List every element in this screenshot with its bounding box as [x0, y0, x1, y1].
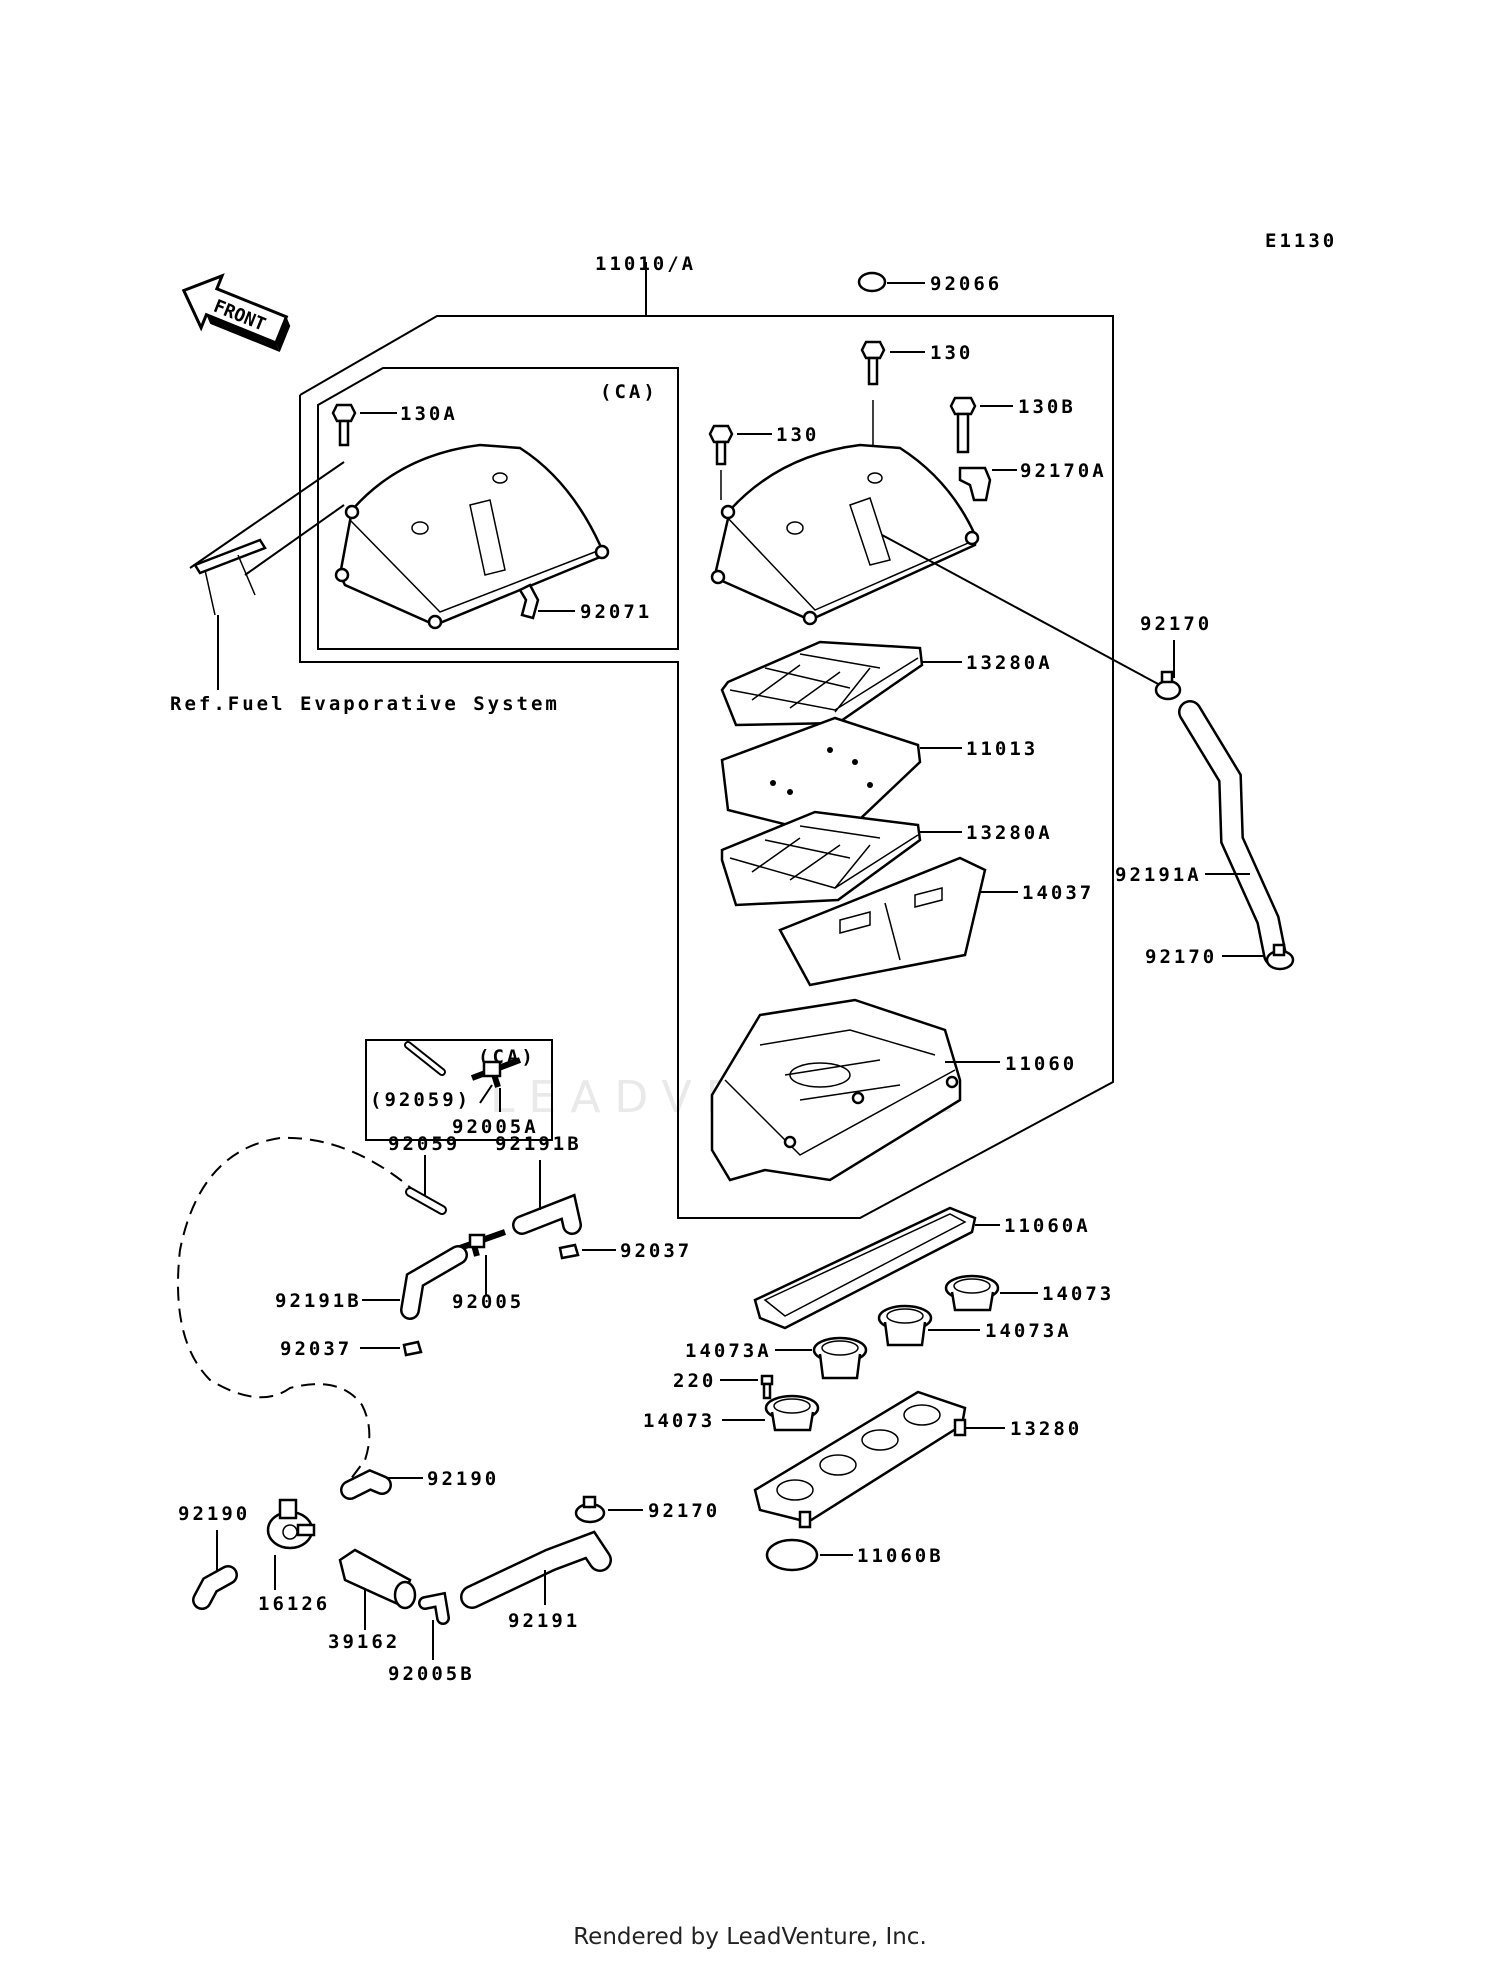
label-92191a: 92191A [1115, 864, 1202, 886]
label-92005a: 92005A [452, 1116, 539, 1138]
clamp-92170-right [1265, 943, 1295, 971]
bolt-130b [949, 396, 977, 454]
label-92059: 92059 [388, 1133, 460, 1155]
valve-39162 [338, 1548, 417, 1610]
label-130-top: 130 [930, 342, 973, 364]
label-92191b-left: 92191B [275, 1290, 362, 1312]
ca-box-upper [317, 367, 679, 650]
label-92066: 92066 [930, 273, 1002, 295]
label-92037-left: 92037 [280, 1338, 352, 1360]
label-130a: 130A [400, 403, 458, 425]
duct-14037 [778, 856, 987, 987]
label-14073a-l: 14073A [685, 1340, 772, 1362]
label-14037: 14037 [1022, 882, 1094, 904]
label-92037-top: 92037 [620, 1240, 692, 1262]
label-13280: 13280 [1010, 1418, 1082, 1440]
tee-92005a [470, 1057, 522, 1088]
label-14073-l: 14073 [643, 1410, 715, 1432]
label-13280a-1: 13280A [966, 652, 1053, 674]
tee-92005 [458, 1229, 507, 1257]
label-92170-upper: 92170 [1140, 613, 1212, 635]
bolt-130-left [708, 424, 734, 466]
ref-note: Ref.Fuel Evaporative System [170, 693, 560, 715]
funnel-14073-l [764, 1394, 820, 1432]
label-92005b: 92005B [388, 1663, 475, 1685]
label-92170-low: 92170 [648, 1500, 720, 1522]
label-11060: 11060 [1005, 1053, 1077, 1075]
label-11060a: 11060A [1004, 1215, 1091, 1237]
label-92170a: 92170A [1020, 460, 1107, 482]
label-130-left: 130 [776, 424, 819, 446]
air-box-11060 [710, 998, 962, 1182]
label-11060b: 11060B [857, 1545, 944, 1567]
frame-13280a-upper [720, 640, 924, 727]
frame-13280a-lower [720, 810, 922, 907]
label-16126: 16126 [258, 1593, 330, 1615]
label-39162: 39162 [328, 1631, 400, 1653]
label-92190-left: 92190 [178, 1503, 250, 1525]
clip-92170a [958, 466, 992, 502]
holder-13280 [753, 1390, 967, 1529]
funnel-14073-r [944, 1274, 1000, 1312]
elbow-92071 [518, 583, 540, 620]
gasket-11060a [753, 1206, 977, 1330]
label-92191: 92191 [508, 1610, 580, 1632]
hose-route-dashed [177, 1136, 436, 1481]
label-220: 220 [673, 1370, 716, 1392]
label-92071: 92071 [580, 601, 652, 623]
funnel-14073a-l [812, 1336, 868, 1380]
front-arrow-icon: FRONT [181, 273, 291, 352]
label-14073a-r: 14073A [985, 1320, 1072, 1342]
label-11010a: 11010/A [595, 253, 696, 275]
clip-92037-top [558, 1243, 580, 1260]
clamp-92170-upper [1154, 670, 1182, 701]
cap-92066 [857, 271, 887, 293]
bolt-130-top [860, 340, 886, 386]
ref-clip [189, 461, 345, 690]
label-92170-right: 92170 [1145, 946, 1217, 968]
air-cleaner-cover [710, 443, 980, 626]
assembly-bracket [299, 262, 1114, 1219]
screw-220 [760, 1374, 774, 1400]
element-11013 [720, 716, 922, 840]
diagram-code: E1130 [1265, 230, 1337, 252]
oring-11060b [765, 1538, 819, 1572]
clip-92037-left [402, 1340, 423, 1357]
funnel-14073a-r [877, 1304, 933, 1347]
label-ca-top: (CA) [600, 381, 658, 403]
air-cleaner-cover-ca [334, 443, 610, 630]
label-92059-ca: (92059) [370, 1089, 471, 1111]
valve-16126 [266, 1498, 316, 1550]
ca-box-lower [365, 1039, 553, 1141]
bolt-130a [331, 403, 357, 447]
label-92005: 92005 [452, 1291, 524, 1313]
label-14073-r: 14073 [1042, 1283, 1114, 1305]
clamp-92170-low [574, 1495, 606, 1524]
label-92191b-top: 92191B [495, 1133, 582, 1155]
footer-credit: Rendered by LeadVenture, Inc. [573, 1924, 927, 1950]
label-13280a-2: 13280A [966, 822, 1053, 844]
label-11013: 11013 [966, 738, 1038, 760]
label-130b: 130B [1018, 396, 1076, 418]
label-92190-mid: 92190 [427, 1468, 499, 1490]
